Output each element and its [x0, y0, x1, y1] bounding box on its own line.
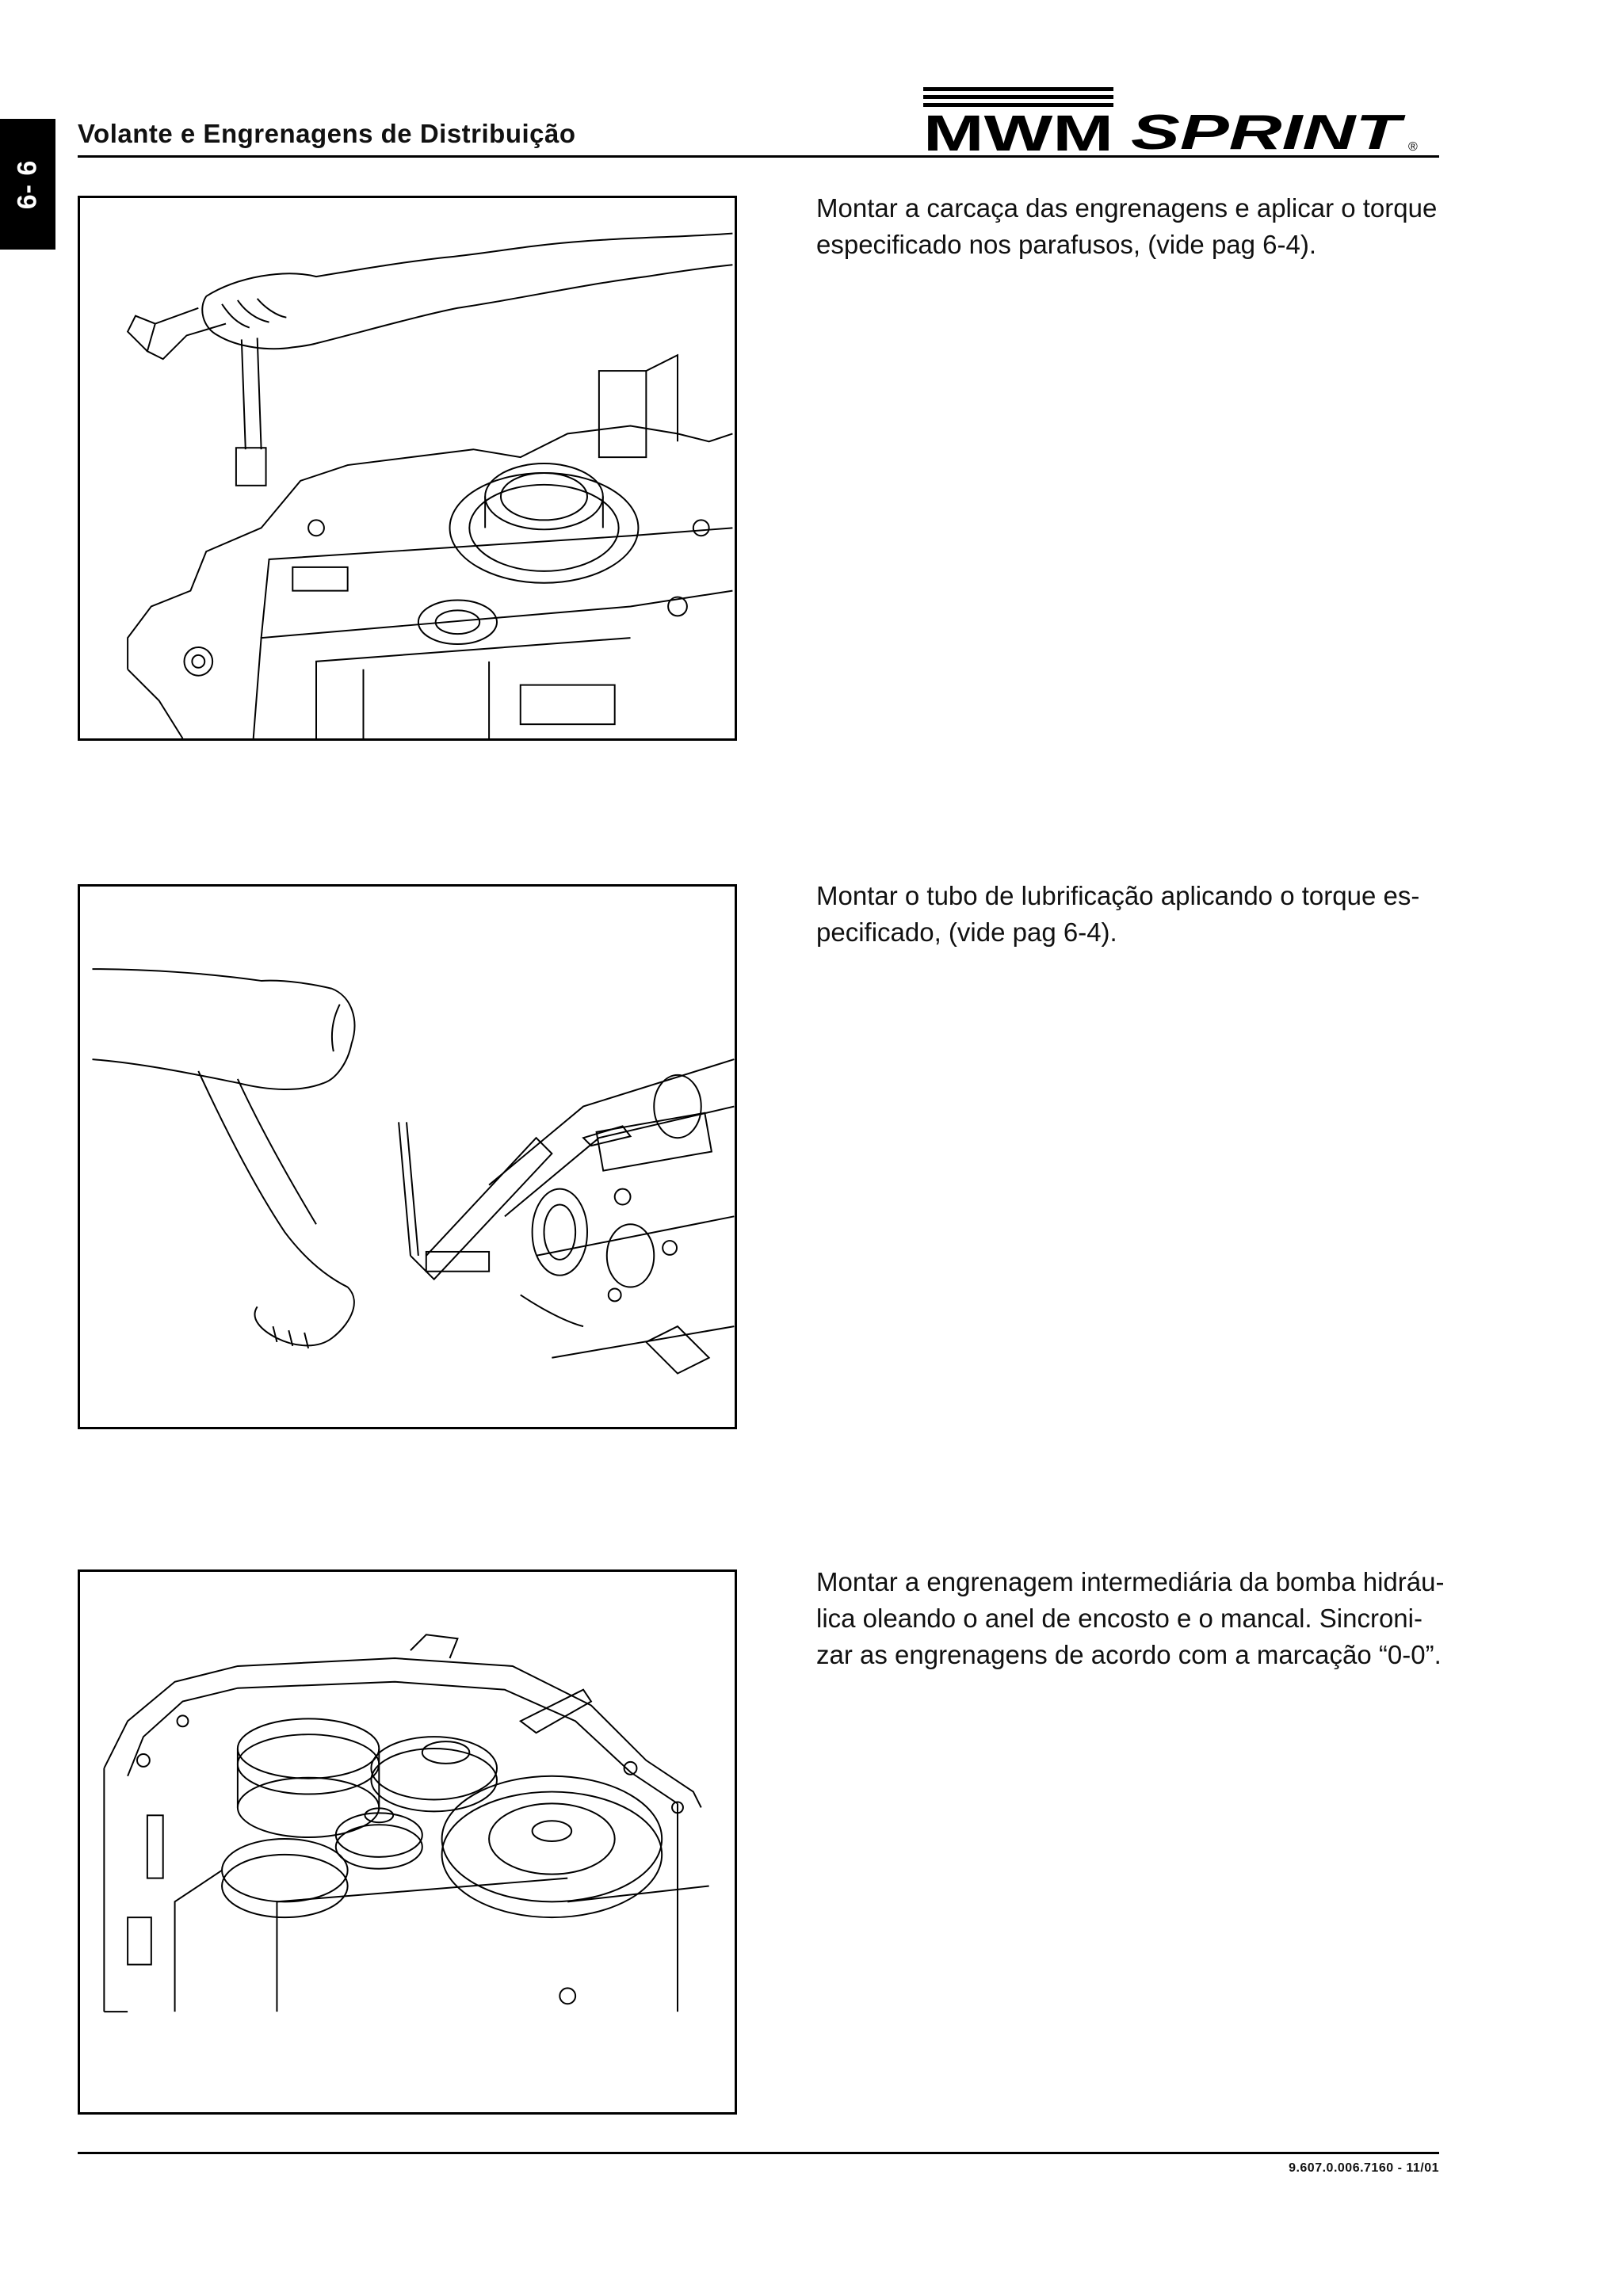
step-2-line-2: pecificado, (vide pag 6-4). [816, 917, 1117, 947]
step-2-line-1: Montar o tubo de lubrificação aplicando … [816, 881, 1420, 910]
document-code: 9.607.0.006.7160 - 11/01 [1289, 2161, 1439, 2175]
footer-divider [78, 2152, 1439, 2154]
brand-logo: MWM SPRINT ® [923, 86, 1446, 162]
step-1-line-2: especificado nos parafusos, (vide pag 6-… [816, 230, 1317, 259]
step-3-text: Montar a engrenagem intermediária da bom… [816, 1564, 1445, 1673]
registered-mark: ® [1408, 140, 1418, 154]
step-2-text: Montar o tubo de lubrificação aplicando … [816, 878, 1442, 951]
illustration-timing-gears [78, 1569, 737, 2115]
chapter-tab: 6- 6 [0, 119, 55, 250]
step-3-line-1: Montar a engrenagem intermediária da bom… [816, 1567, 1445, 1596]
chapter-tab-label: 6- 6 [12, 159, 43, 209]
brand-mwm: MWM [923, 105, 1113, 157]
brand-sprint: SPRINT [1131, 105, 1407, 157]
step-1-line-1: Montar a carcaça das engrenagens e aplic… [816, 193, 1438, 223]
step-1-text: Montar a carcaça das engrenagens e aplic… [816, 190, 1442, 263]
illustration-gear-housing-torque [78, 196, 737, 741]
header-divider [78, 155, 1439, 158]
step-3-line-2: lica oleando o anel de encosto e o manca… [816, 1604, 1423, 1633]
section-title: Volante e Engrenagens de Distribuição [78, 119, 576, 148]
step-3-line-3: zar as engrenagens de acordo com a marca… [816, 1640, 1442, 1669]
illustration-lubrication-tube [78, 884, 737, 1429]
